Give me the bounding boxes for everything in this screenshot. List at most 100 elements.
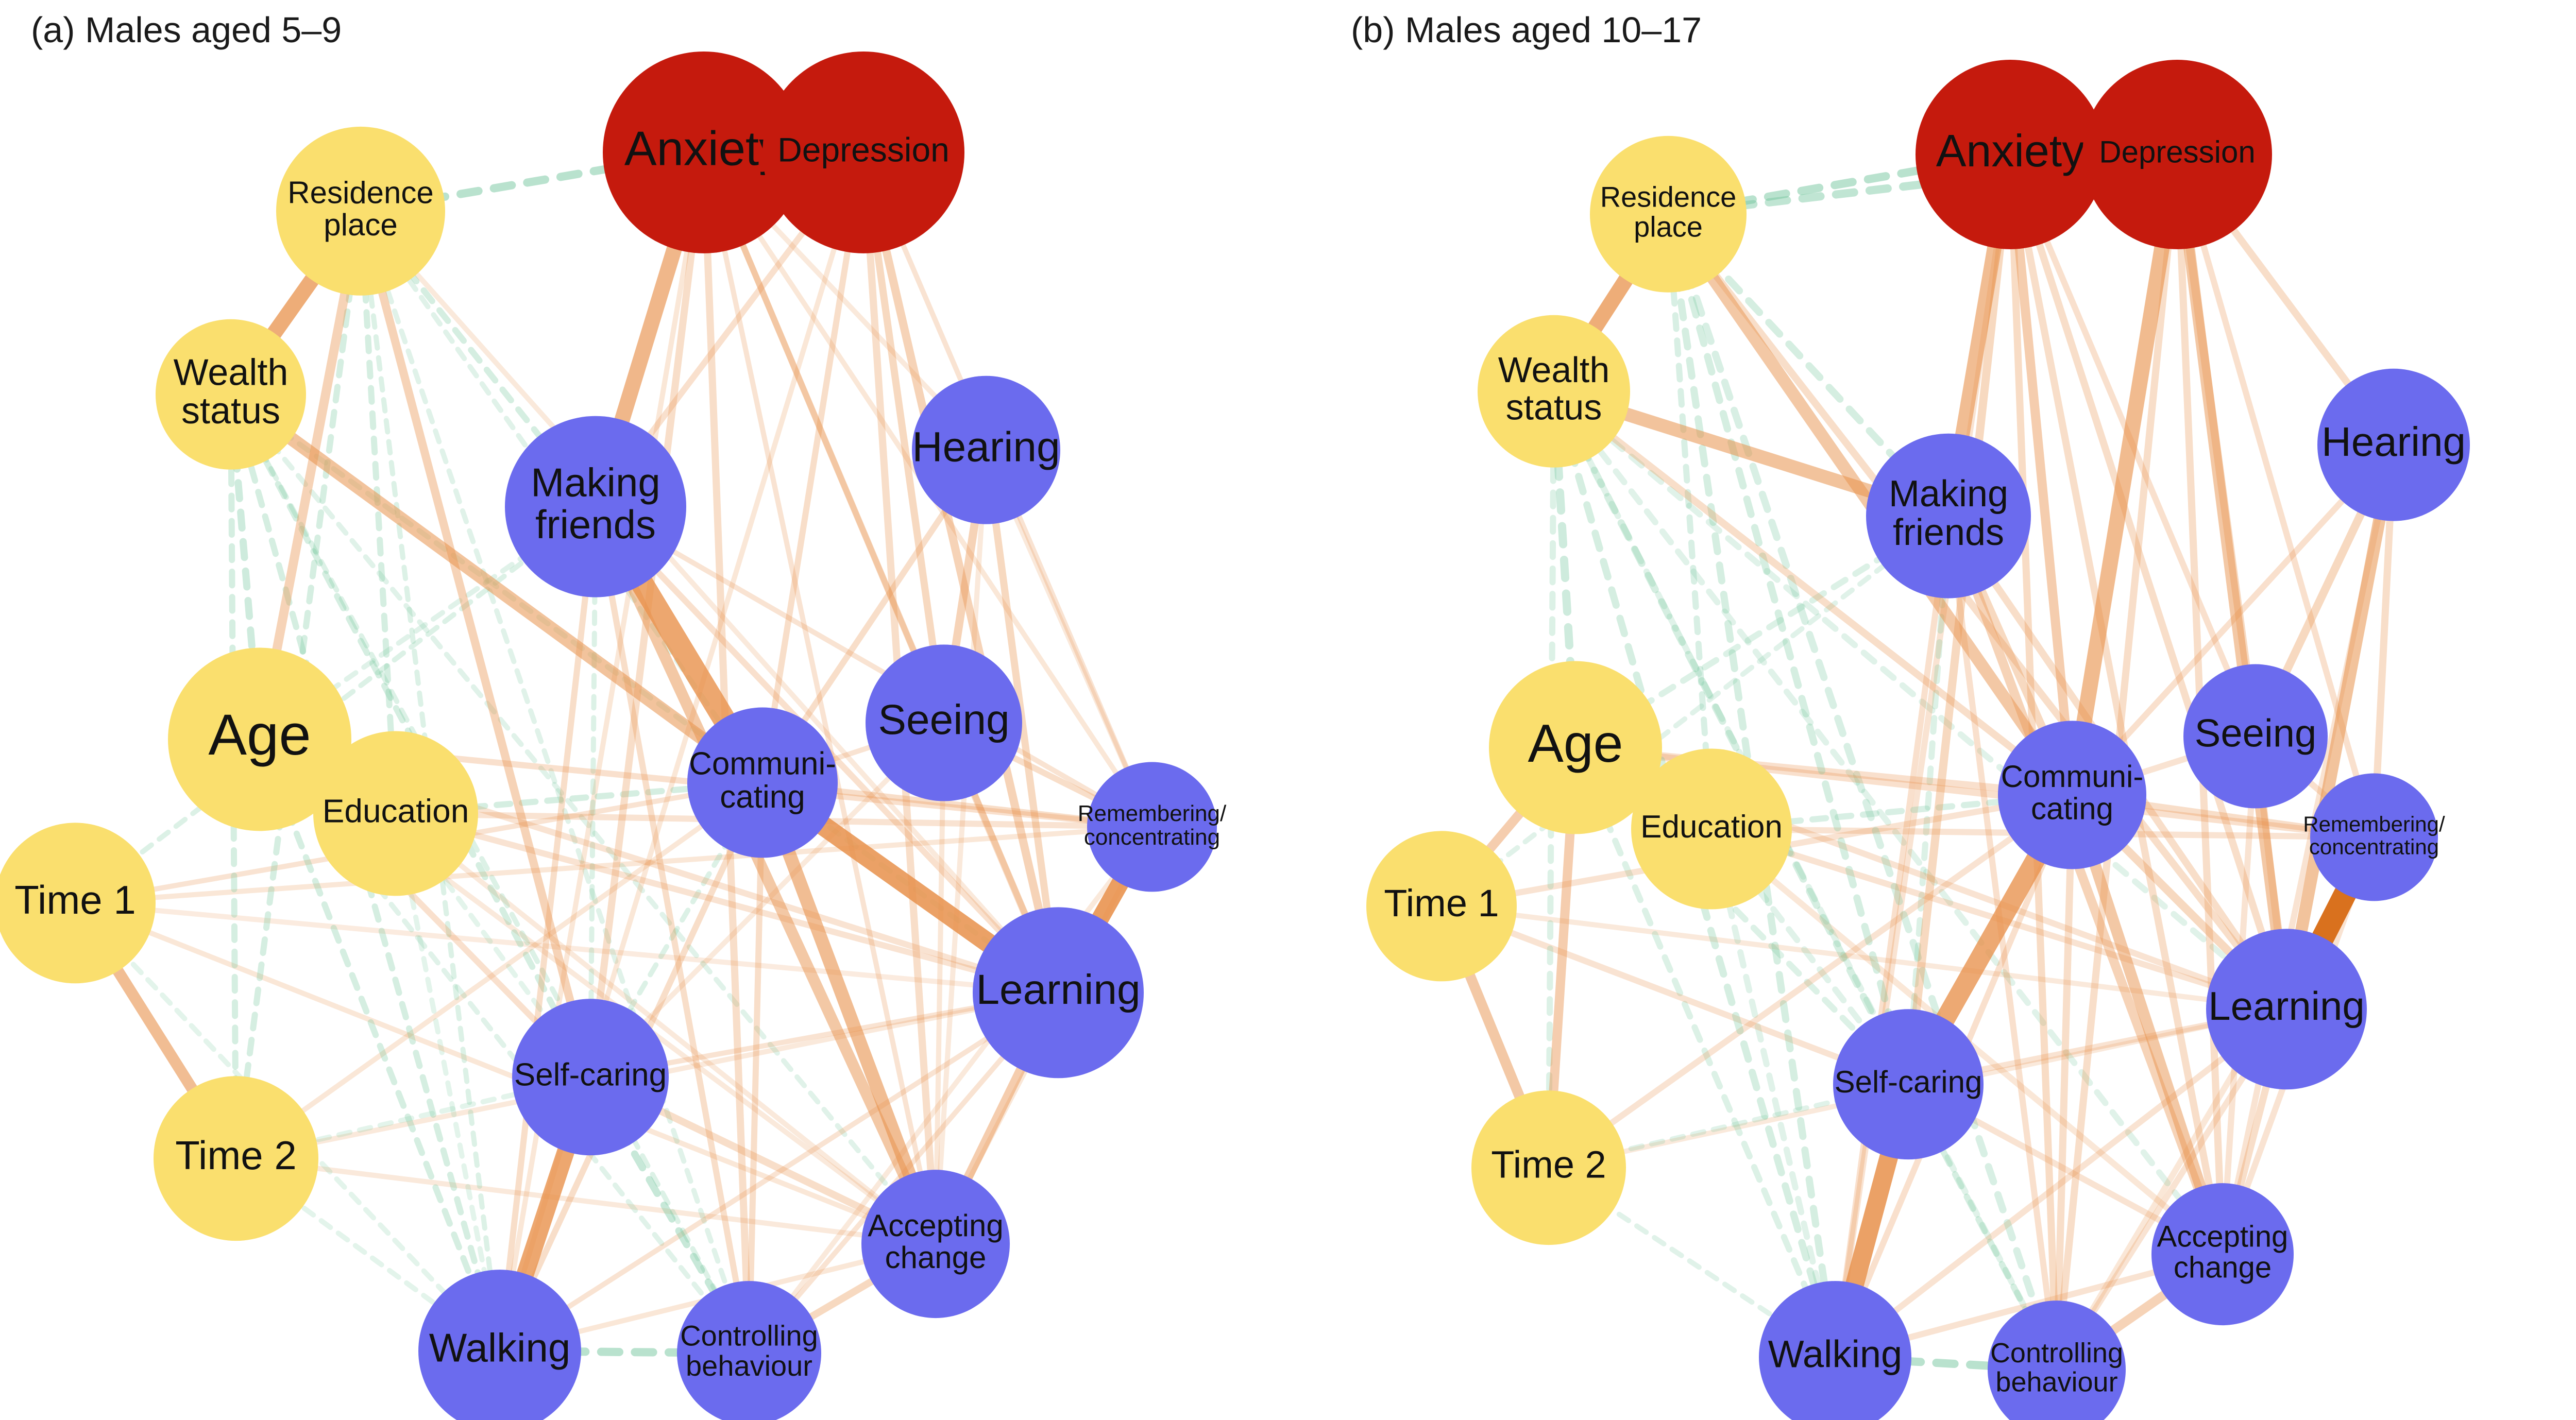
edge-wealth-controlling [1551,388,2060,1373]
node-education[interactable]: Education [313,731,478,896]
node-time2[interactable]: Time 2 [154,1076,318,1241]
node-circle-remembering[interactable] [2310,773,2438,901]
edge-education-walking [1708,826,1838,1361]
node-circle-education[interactable] [1631,748,1792,910]
node-learning[interactable]: Learning [2206,929,2367,1090]
node-circle-learning[interactable] [2206,929,2367,1090]
node-label-acceptingchange: change [2174,1252,2272,1285]
edge-anxiety-learning [701,149,1061,996]
node-circle-education[interactable] [313,731,478,896]
node-label-acceptingchange: Accepting [2157,1220,2289,1253]
node-circle-walking[interactable] [1759,1281,1911,1420]
node-walking[interactable]: Walking [1759,1281,1911,1420]
edge-learning-walking [1832,1006,2290,1361]
node-label-remembering: Remembering/ [1078,801,1227,826]
node-circle-selfcaring[interactable] [1833,1009,1984,1160]
node-circle-walking[interactable] [418,1270,581,1420]
node-hearingB[interactable]: Hearing [2317,368,2470,521]
node-time1[interactable]: Time 1 [1366,831,1517,982]
edge-residence-education [358,208,399,817]
node-selfcaring[interactable]: Self-caring [1833,1009,1984,1160]
node-circle-seeing[interactable] [2183,664,2328,809]
node-seeing[interactable]: Seeing [866,644,1022,801]
node-anxiety[interactable]: Anxiety [1916,59,2105,249]
node-label-hearing: Hearing [912,423,1060,470]
edge-wealth-learning [1551,388,2290,1013]
node-remembering[interactable]: Remembering/concentrating [1078,762,1227,892]
node-circle-wealth[interactable] [1478,315,1630,468]
node-circle-age[interactable] [1489,661,1662,834]
node-circle-makingfriends[interactable] [505,416,686,597]
node-anxiety[interactable]: Anxiety [603,51,805,253]
node-circle-communicating[interactable] [1998,721,2146,869]
node-communicating[interactable]: Communi-cating [1998,721,2146,869]
node-circle-residence[interactable] [1590,135,1747,293]
edge-wealth-age [1550,387,1580,752]
node-circle-hearing[interactable] [912,375,1060,524]
node-depression[interactable]: Depression [762,51,964,253]
node-label-time1: Time 1 [1384,882,1499,925]
node-education[interactable]: Education [1631,748,1792,910]
node-age[interactable]: Age [1489,661,1662,834]
node-circle-acceptingchange[interactable] [861,1170,1010,1319]
node-time2[interactable]: Time 2 [1471,1090,1626,1245]
node-circle-time2[interactable] [1471,1090,1626,1245]
node-circle-selfcaring[interactable] [512,999,669,1156]
node-circle-time2[interactable] [154,1076,318,1241]
edge-depression-communicating [759,149,867,786]
node-hearing[interactable]: Hearing [912,375,1060,524]
node-circle-anxiety[interactable] [1916,59,2105,249]
node-remembering[interactable]: Remembering/concentrating [2303,773,2445,901]
node-circle-controlling[interactable] [677,1281,821,1420]
node-circle-depression[interactable] [2082,59,2272,249]
node-circle-age[interactable] [168,647,351,831]
node-circle-seeing[interactable] [866,644,1022,801]
node-circle-acceptingchange[interactable] [2151,1183,2294,1326]
node-label-communicating: Communi- [2001,759,2144,794]
node-label-walking: Walking [429,1325,570,1371]
node-learning[interactable]: Learning [973,907,1144,1079]
edge-wealth-acceptingchange [228,391,938,1247]
node-circle-hearingB[interactable] [2317,368,2470,521]
node-age[interactable]: Age [168,647,351,831]
node-walking[interactable]: Walking [418,1270,581,1420]
node-circle-remembering[interactable] [1087,762,1217,892]
node-circle-depression[interactable] [762,51,964,253]
node-circle-time1[interactable] [0,823,156,984]
node-label-learning: Learning [976,966,1140,1013]
node-circle-learning[interactable] [973,907,1144,1079]
edge-residence-selfcaring [1665,210,1912,1088]
node-circle-residence[interactable] [276,126,445,296]
node-circle-communicating[interactable] [687,707,838,858]
node-depression[interactable]: Depression [2082,59,2272,249]
node-circle-wealth[interactable] [156,319,306,470]
node-communicating[interactable]: Communi-cating [687,707,838,858]
node-circle-makingfriends[interactable] [1866,433,2031,598]
edge-makingfriends-acceptingchange [590,501,941,1250]
node-circle-anxiety[interactable] [603,51,805,253]
edge-wealth-acceptingchange [1551,388,2226,1258]
edge-anxiety-selfcaring [1904,150,2014,1089]
node-selfcaring[interactable]: Self-caring [512,999,669,1156]
node-circle-controlling[interactable] [1988,1301,2126,1420]
edge-residence-controlling [1665,210,2060,1374]
edge-learning-walking [497,990,1061,1354]
panel-b-title: (b) Males aged 10–17 [1351,10,1702,50]
node-seeing[interactable]: Seeing [2183,664,2328,809]
edge-time1-remembering [73,824,1155,906]
node-time1[interactable]: Time 1 [0,823,156,984]
node-circle-time1[interactable] [1366,831,1517,982]
edge-anxiety-walking [497,149,706,1354]
